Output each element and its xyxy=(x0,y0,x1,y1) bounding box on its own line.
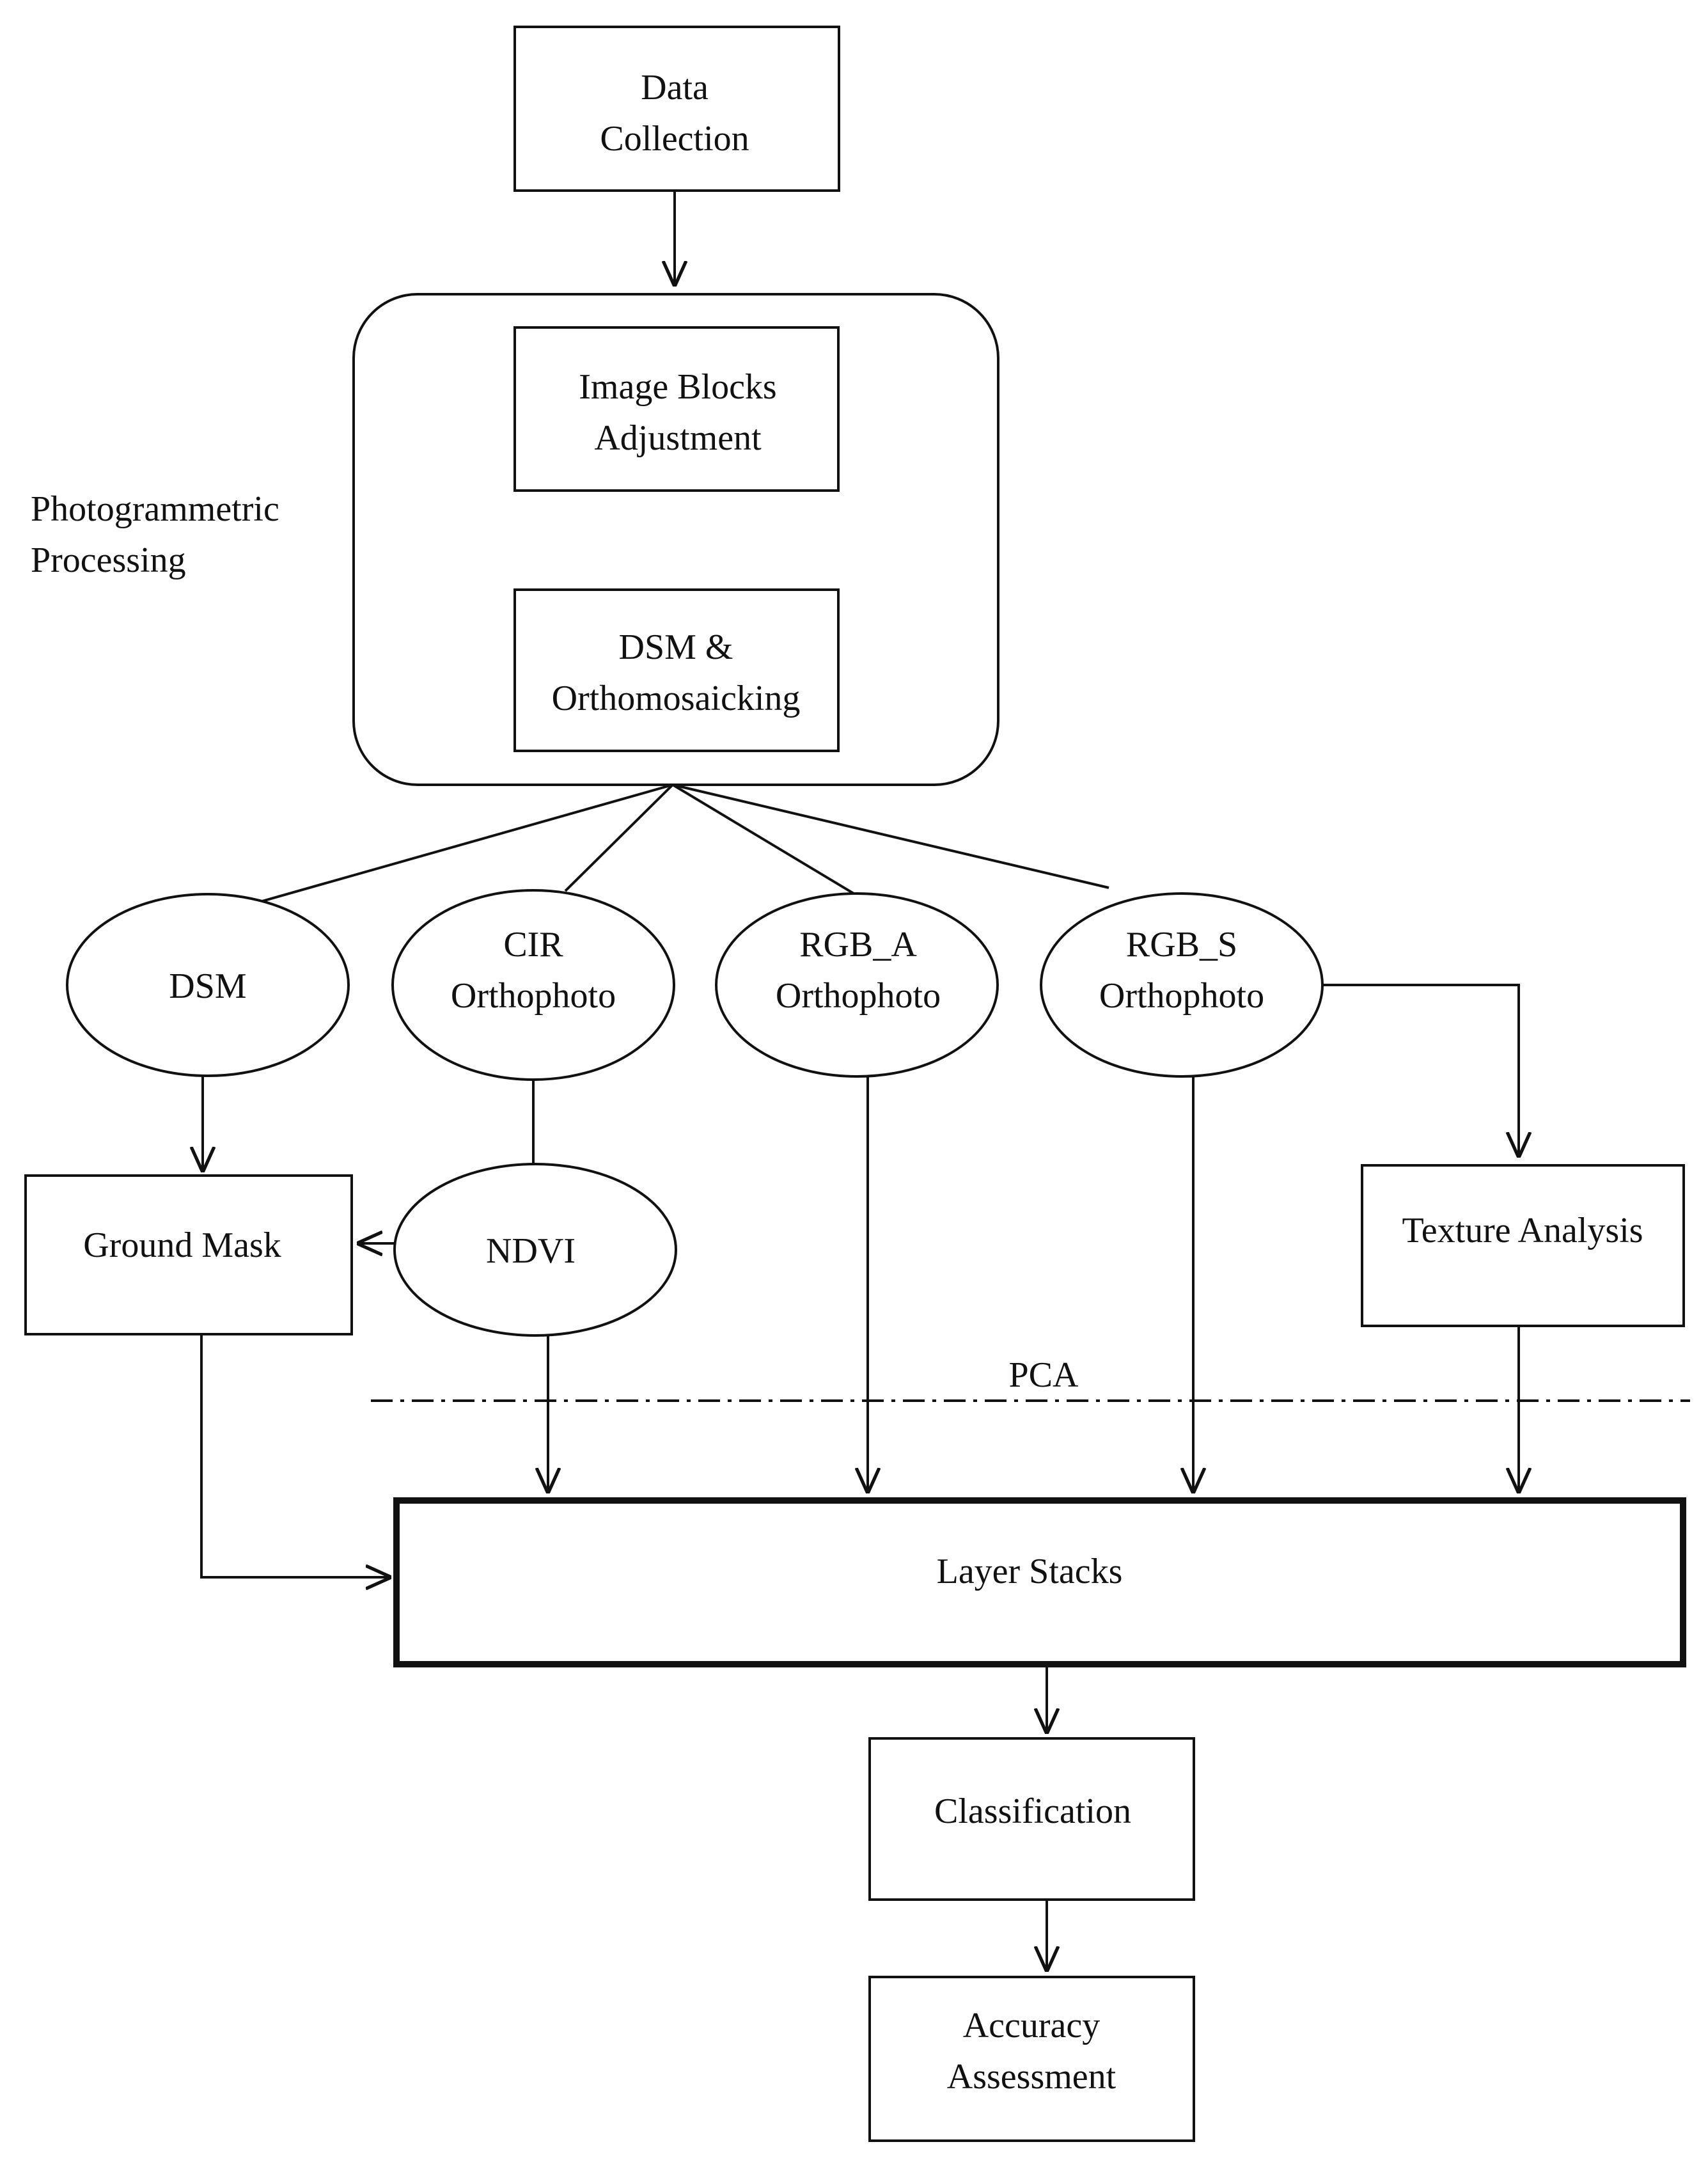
classification-label: Classification xyxy=(934,1792,1131,1831)
rgb-a-orthophoto-label-line-2: Orthophoto xyxy=(776,976,941,1016)
rgb-a-orthophoto-ellipse xyxy=(715,892,999,1078)
rgb-a-orthophoto-label: RGB_A Orthophoto xyxy=(776,925,941,1016)
ground-mask-box xyxy=(24,1174,353,1335)
arrow-rgb-s-to-texture xyxy=(1322,984,1519,1158)
data-collection-box xyxy=(513,26,840,192)
accuracy-assessment-label-line-2: Assessment xyxy=(947,2057,1116,2097)
cir-orthophoto-label-line-2: Orthophoto xyxy=(451,976,616,1016)
dsm-orthomosaicking-label: DSM & Orthomosaicking xyxy=(552,627,801,718)
texture-analysis-label: Texture Analysis xyxy=(1402,1211,1643,1250)
texture-analysis-box xyxy=(1361,1164,1685,1327)
rgb-s-orthophoto-label-line-1: RGB_S xyxy=(1126,925,1237,965)
layer-stacks-box xyxy=(393,1497,1686,1667)
pca-label: PCA xyxy=(1009,1355,1079,1395)
ndvi-label: NDVI xyxy=(486,1231,576,1271)
accuracy-assessment-box xyxy=(868,1976,1195,2142)
dsm-label: DSM xyxy=(169,966,246,1006)
rgb-a-orthophoto-label-line-1: RGB_A xyxy=(799,925,917,965)
layer-stacks-label: Layer Stacks xyxy=(937,1552,1123,1591)
ground-mask-label-line-1: Ground Mask xyxy=(83,1225,281,1265)
rgb-s-orthophoto-label-line-2: Orthophoto xyxy=(1099,976,1264,1016)
image-blocks-adjustment-label-line-1: Image Blocks xyxy=(579,367,776,407)
dsm-label-line-1: DSM xyxy=(169,966,246,1006)
rgb-s-orthophoto-label: RGB_S Orthophoto xyxy=(1099,925,1264,1016)
dsm-orthomosaicking-box xyxy=(513,588,840,752)
data-collection-label-line-2: Collection xyxy=(600,119,749,159)
dsm-orthomosaicking-label-line-2: Orthomosaicking xyxy=(552,679,801,718)
image-blocks-adjustment-label-line-2: Adjustment xyxy=(594,418,762,458)
cir-orthophoto-ellipse xyxy=(391,889,675,1081)
rgb-s-orthophoto-ellipse xyxy=(1040,892,1324,1078)
data-collection-label-line-1: Data xyxy=(641,68,709,107)
ndvi-label-line-1: NDVI xyxy=(486,1231,576,1271)
cir-orthophoto-label-line-1: CIR xyxy=(503,925,563,965)
image-blocks-adjustment-box xyxy=(513,326,840,492)
dsm-orthomosaicking-label-line-1: DSM & xyxy=(619,627,733,667)
dsm-ellipse xyxy=(66,893,350,1077)
photogrammetric-processing-label-line-2: Processing xyxy=(31,540,186,580)
texture-analysis-label-line-1: Texture Analysis xyxy=(1402,1211,1643,1250)
line-processing-to-dsm xyxy=(237,784,673,910)
photogrammetric-processing-label-line-1: Photogrammetric xyxy=(31,489,279,529)
classification-box xyxy=(868,1737,1195,1901)
connectors xyxy=(201,191,1690,1972)
line-processing-to-cir xyxy=(564,784,674,892)
classification-label-line-1: Classification xyxy=(934,1792,1131,1831)
cir-orthophoto-label: CIR Orthophoto xyxy=(451,925,616,1016)
line-processing-to-rgb-s xyxy=(672,784,1109,889)
accuracy-assessment-label-line-1: Accuracy xyxy=(963,2006,1101,2045)
ndvi-ellipse xyxy=(393,1163,677,1337)
ground-mask-label: Ground Mask xyxy=(83,1225,281,1265)
arrow-ground-mask-to-layer-stacks xyxy=(200,1334,391,1577)
layer-stacks-label-line-1: Layer Stacks xyxy=(937,1552,1123,1591)
